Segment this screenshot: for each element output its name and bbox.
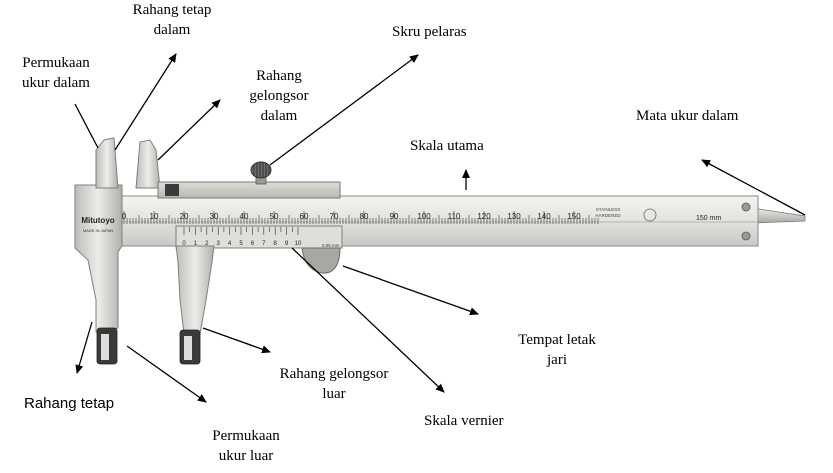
arrow-rahang-tetap-dalam [115, 54, 176, 150]
label-rahang-tetap-dalam-line2: dalam [118, 20, 226, 40]
label-mata-ukur-dalam: Mata ukur dalam [636, 106, 738, 126]
main-scale-label: 130 [507, 212, 521, 221]
label-permukaan-ukur-luar: Permukaan ukur luar [190, 426, 302, 466]
unit-label: 150 mm [696, 215, 721, 222]
main-scale-label: 90 [390, 212, 399, 221]
main-scale-label: 40 [240, 212, 249, 221]
label-permukaan-ukur-luar-line2: ukur luar [190, 446, 302, 466]
fixed-inside-jaw [96, 138, 118, 188]
sliding-inside-jaw [136, 140, 160, 188]
main-scale-label: 50 [270, 212, 279, 221]
thumb-rest [302, 248, 340, 273]
vernier-label: 10 [295, 241, 302, 247]
main-scale-label: 120 [477, 212, 491, 221]
main-scale-label: 140 [537, 212, 551, 221]
main-scale-label: 20 [180, 212, 189, 221]
main-scale-label: 10 [150, 212, 159, 221]
label-rahang-gelongsor-luar-line2: luar [254, 384, 414, 404]
main-scale-label: 110 [448, 212, 461, 221]
label-rahang-gelongsor-luar-line1: Rahang gelongsor [254, 364, 414, 384]
main-scale-label: 30 [210, 212, 219, 221]
arrow-rahang-gelongsor-luar [203, 328, 270, 352]
main-scale-label: 80 [360, 212, 369, 221]
arrow-tempat-letak-jari [343, 266, 478, 314]
label-rahang-gelongsor-dalam-line3: dalam [224, 106, 334, 126]
label-skala-vernier: Skala vernier [424, 411, 504, 431]
label-rahang-gelongsor-luar: Rahang gelongsor luar [254, 364, 414, 404]
label-skru-pelaras: Skru pelaras [392, 22, 467, 42]
label-permukaan-ukur-dalam-line1: Permukaan [2, 53, 110, 73]
main-scale-label: 0 [122, 212, 127, 221]
label-skala-utama: Skala utama [410, 136, 484, 156]
label-rahang-gelongsor-dalam: Rahang gelongsor dalam [224, 66, 334, 126]
beam-screw-bottom [742, 232, 750, 240]
label-tempat-letak-jari-line2: jari [492, 350, 622, 370]
label-rahang-tetap: Rahang tetap [24, 394, 114, 414]
brand-sub-text: MADE IN JAPAN [83, 228, 113, 233]
sliding-outside-jaw [176, 246, 214, 334]
arrow-rahang-tetap [77, 322, 92, 373]
label-rahang-tetap-dalam-line1: Rahang tetap [118, 0, 226, 20]
brand-text: Mitutoyo [81, 216, 114, 225]
stainless-label-2: HARDENED [595, 213, 621, 218]
label-permukaan-ukur-dalam-line2: ukur dalam [2, 73, 110, 93]
main-scale-label: 100 [417, 212, 431, 221]
label-tempat-letak-jari: Tempat letak jari [492, 330, 622, 370]
vernier-resolution: 0.05 mm [322, 243, 340, 248]
label-permukaan-ukur-luar-line1: Permukaan [190, 426, 302, 446]
beam-screw-top [742, 203, 750, 211]
label-tempat-letak-jari-line1: Tempat letak [492, 330, 622, 350]
main-scale-label: 70 [330, 212, 339, 221]
main-scale-label: 60 [300, 212, 309, 221]
label-rahang-tetap-dalam: Rahang tetap dalam [118, 0, 226, 40]
label-rahang-gelongsor-dalam-line1: Rahang [224, 66, 334, 86]
main-scale-label: 150 [567, 212, 581, 221]
fixed-jaw-body [75, 185, 122, 332]
label-rahang-gelongsor-dalam-line2: gelongsor [224, 86, 334, 106]
label-permukaan-ukur-dalam: Permukaan ukur dalam [2, 53, 110, 93]
arrow-permukaan-ukur-dalam [75, 104, 98, 148]
stainless-label-1: STAINLESS [596, 207, 620, 212]
slider-top [158, 182, 340, 198]
arrow-rahang-gelongsor-dalam [158, 100, 220, 160]
